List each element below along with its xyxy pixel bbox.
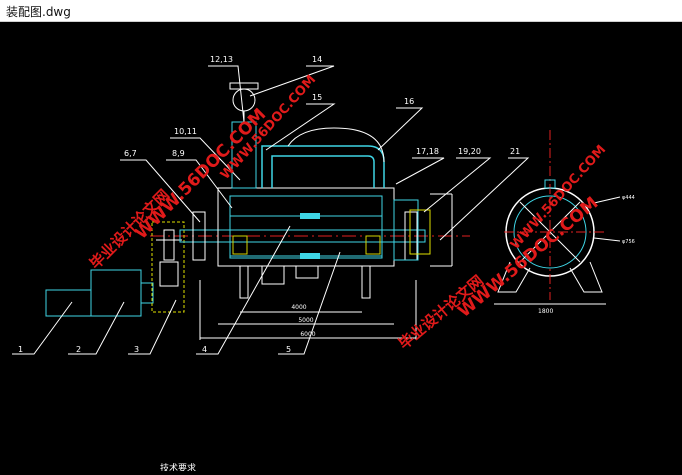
assembly-drawing: 4000 5000 6000 1800 φ444 φ756 <box>12 55 635 474</box>
label-5: 5 <box>286 345 291 354</box>
dim-inner: 4000 <box>291 304 306 311</box>
label-21: 21 <box>510 147 520 156</box>
drawing-canvas[interactable]: 4000 5000 6000 1800 φ444 φ756 <box>0 22 682 474</box>
watermark-cn-1: 毕业设计论文网 <box>86 186 173 273</box>
label-2: 2 <box>76 345 81 354</box>
label-12-13: 12,13 <box>210 55 233 64</box>
dimension-lines: 4000 5000 6000 <box>199 280 417 340</box>
support-legs <box>239 265 371 299</box>
label-19-20: 19,20 <box>458 147 481 156</box>
reducer <box>151 221 185 313</box>
window-title: 装配图.dwg <box>6 5 71 19</box>
label-17-18: 17,18 <box>416 147 439 156</box>
part-labels: 1 2 3 4 5 6,7 8,9 10,11 12,13 14 15 16 1… <box>18 55 520 354</box>
watermark-url-1: WWW.56DOC.COM <box>131 105 270 244</box>
label-10-11: 10,11 <box>174 127 197 136</box>
label-14: 14 <box>312 55 322 64</box>
note-phi-1: φ444 <box>622 195 635 201</box>
label-15: 15 <box>312 93 322 102</box>
feed-pipe <box>261 127 385 188</box>
label-4: 4 <box>202 345 207 354</box>
dim-mid: 5000 <box>298 317 313 324</box>
drum-body <box>217 187 395 267</box>
note-phi-2: φ756 <box>622 239 635 245</box>
watermark-url-2: WWW.56DOC.COM <box>454 193 602 322</box>
dim-side: 1800 <box>538 308 553 315</box>
label-1: 1 <box>18 345 23 354</box>
label-3: 3 <box>134 345 139 354</box>
footer-heading: 技术要求 <box>160 462 196 471</box>
label-6-7: 6,7 <box>124 149 137 158</box>
label-8-9: 8,9 <box>172 149 185 158</box>
section-view: 1800 φ444 φ756 <box>494 130 635 315</box>
end-bearing <box>393 193 453 267</box>
leaders <box>12 65 530 355</box>
motor <box>45 269 154 317</box>
title-bar: 装配图.dwg <box>0 0 682 22</box>
dim-outer: 6000 <box>300 331 315 338</box>
label-16: 16 <box>404 97 414 106</box>
